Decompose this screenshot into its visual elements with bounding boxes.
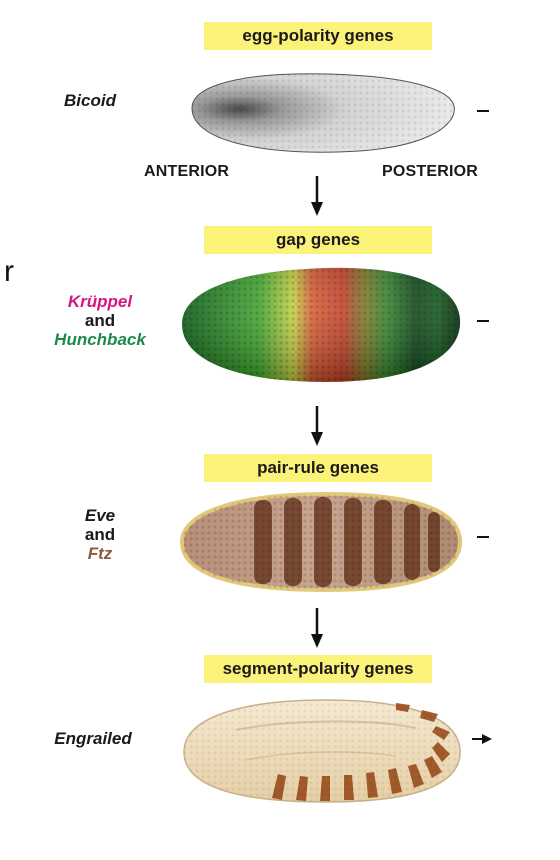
down-arrow-icon — [311, 608, 323, 648]
engrailed-embryo — [183, 699, 461, 803]
gene-label-kruppel-hunchback: Krüppel and Hunchback — [20, 292, 180, 349]
stage-label-pair-rule: pair-rule genes — [204, 454, 432, 482]
bicoid-embryo — [191, 73, 455, 153]
gene-label-engrailed: Engrailed — [18, 729, 168, 748]
down-arrow-icon — [311, 176, 323, 216]
hunchback-text: Hunchback — [54, 330, 146, 349]
gap-embryo — [182, 267, 461, 382]
stage-label-egg-polarity: egg-polarity genes — [204, 22, 432, 50]
down-arrow-icon — [311, 406, 323, 446]
pair-rule-embryo — [179, 491, 463, 593]
edge-letter-fragment: r — [4, 255, 14, 288]
ftz-text: Ftz — [87, 544, 113, 563]
posterior-label: POSTERIOR — [382, 163, 479, 180]
anterior-label: ANTERIOR — [144, 163, 230, 180]
kruppel-text: Krüppel — [67, 292, 133, 311]
and-text-2: and — [84, 525, 116, 544]
gene-label-bicoid: Bicoid — [20, 91, 160, 110]
edge-dash-2 — [477, 320, 489, 322]
edge-dash-1 — [477, 110, 489, 112]
stage-label-segment-polarity: segment-polarity genes — [204, 655, 432, 683]
and-text-1: and — [84, 311, 116, 330]
gene-label-eve-ftz: Eve and Ftz — [20, 506, 180, 563]
stage-label-gap: gap genes — [204, 226, 432, 254]
bicoid-text: Bicoid — [64, 91, 116, 110]
edge-dash-3 — [477, 536, 489, 538]
right-arrow-icon — [472, 734, 492, 744]
engrailed-text: Engrailed — [54, 729, 132, 748]
eve-text: Eve — [84, 506, 116, 525]
